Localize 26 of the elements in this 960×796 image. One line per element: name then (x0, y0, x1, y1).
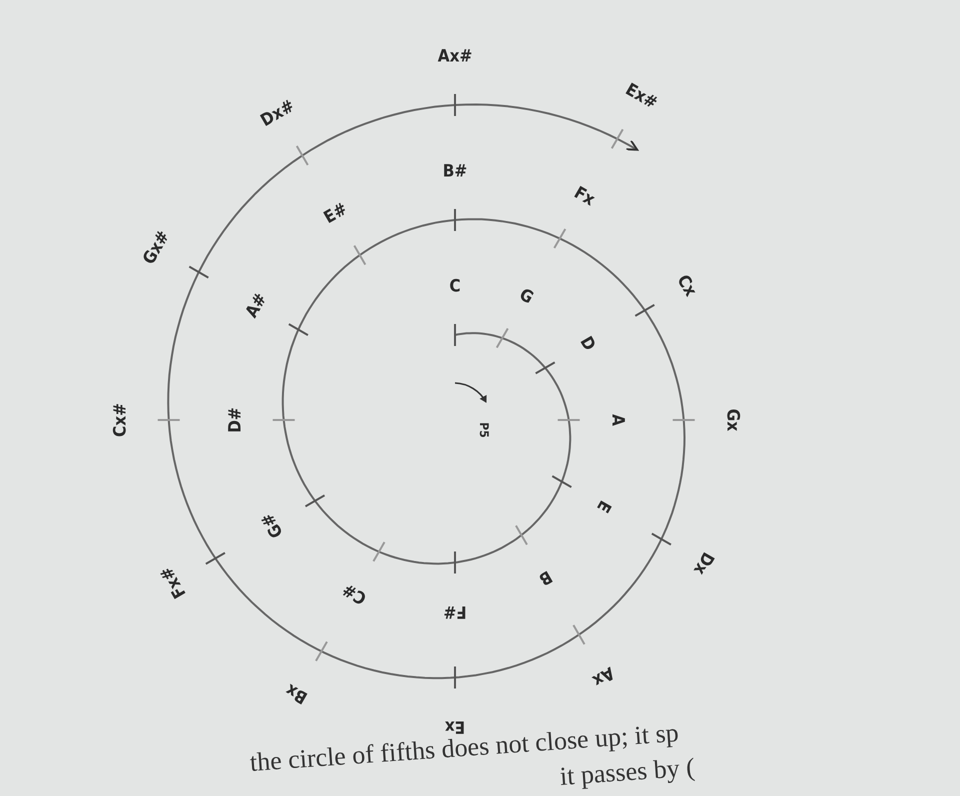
note-label: Dx# (258, 98, 298, 130)
note-label: A (608, 414, 626, 426)
note-label: D (576, 334, 598, 354)
note-label: G (516, 286, 536, 308)
note-label: Ex (444, 717, 466, 734)
note-label: Bx (284, 680, 312, 706)
note-label: Cx# (112, 403, 130, 437)
note-label: B# (442, 164, 468, 180)
body-text: it passes by ( (558, 752, 696, 792)
note-label: Ax# (438, 48, 472, 66)
note-label: E (593, 496, 614, 514)
note-label: B (536, 566, 555, 587)
note-label: Fx (570, 184, 597, 210)
note-label: E# (321, 200, 350, 227)
interval-label: P5 (478, 422, 490, 438)
note-label: Ex# (622, 82, 660, 113)
note-label: D# (227, 407, 244, 433)
note-label: Cx (674, 273, 699, 300)
note-label: A# (243, 290, 270, 320)
note-label: F# (443, 602, 467, 619)
note-label: G# (260, 510, 288, 540)
note-label: C (449, 278, 461, 296)
note-label: Gx (723, 408, 740, 432)
note-label: Dx (690, 549, 716, 578)
note-label: C# (340, 580, 370, 607)
note-label: Ax (589, 663, 617, 690)
